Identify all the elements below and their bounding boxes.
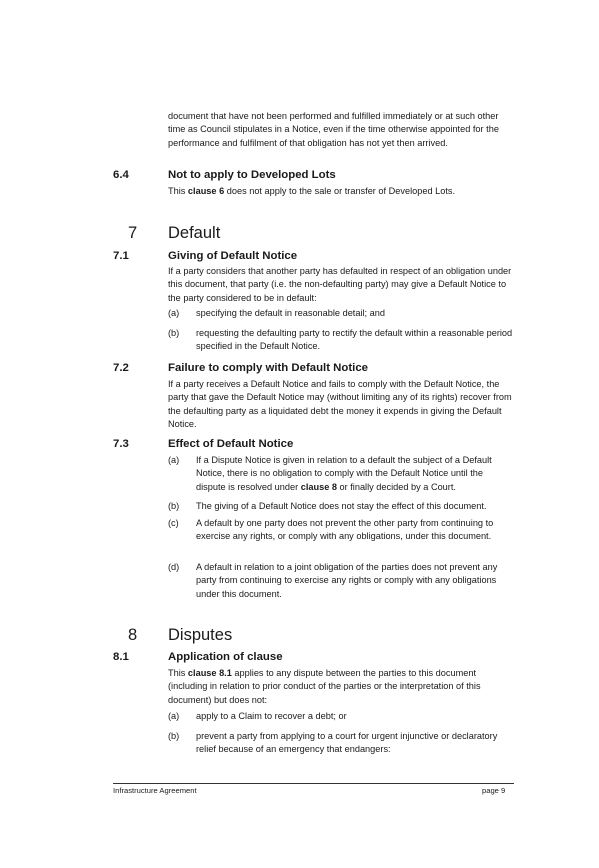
list-label: (b) <box>168 731 180 741</box>
section-7-2-text: If a party receives a Default Notice and… <box>168 379 512 430</box>
list-item: A default in relation to a joint obligat… <box>196 562 498 599</box>
section-title-7-2: Failure to comply with Default Notice <box>168 362 368 374</box>
list-label: (d) <box>168 562 180 572</box>
section-8-1-text: This clause 8.1 applies to any dispute b… <box>168 668 481 705</box>
section-title-6-4: Not to apply to Developed Lots <box>168 169 336 181</box>
list-label: (b) <box>168 328 180 338</box>
section-6-4-text: This clause 6 does not apply to the sale… <box>168 186 456 196</box>
list-label: (b) <box>168 501 180 511</box>
clause-reference: clause 8.1 <box>187 668 232 678</box>
list-item: requesting the defaulting party to recti… <box>196 328 513 352</box>
list-label: (c) <box>168 518 179 528</box>
list-item: prevent a party from applying to a court… <box>196 731 498 755</box>
list-item: If a Dispute Notice is given in relation… <box>196 455 492 492</box>
footer-rule <box>113 783 514 784</box>
list-item: A default by one party does not prevent … <box>196 518 494 542</box>
footer-page-number: page 9 <box>482 786 506 795</box>
section-number-6-4: 6.4 <box>113 169 129 181</box>
chapter-number-7: 7 <box>128 224 138 242</box>
section-7-1-text: If a party considers that another party … <box>168 266 512 303</box>
continuation-paragraph: document that have not been performed an… <box>168 111 499 148</box>
section-title-8-1: Application of clause <box>168 651 283 663</box>
list-item: specifying the default in reasonable det… <box>196 308 385 318</box>
section-number-7-2: 7.2 <box>113 362 129 374</box>
chapter-title-default: Default <box>168 224 221 242</box>
section-number-7-3: 7.3 <box>113 438 129 450</box>
footer-document-title: Infrastructure Agreement <box>113 786 197 795</box>
list-label: (a) <box>168 711 180 721</box>
chapter-number-8: 8 <box>128 626 138 644</box>
section-number-8-1: 8.1 <box>113 651 129 663</box>
chapter-title-disputes: Disputes <box>168 626 233 644</box>
clause-reference: clause 6 <box>187 186 225 196</box>
list-item: apply to a Claim to recover a debt; or <box>196 711 347 721</box>
list-label: (a) <box>168 308 180 318</box>
clause-reference: clause 8 <box>300 481 337 492</box>
list-label: (a) <box>168 455 180 465</box>
list-item: The giving of a Default Notice does not … <box>196 501 487 511</box>
section-title-7-1: Giving of Default Notice <box>168 250 298 262</box>
section-title-7-3: Effect of Default Notice <box>168 438 294 450</box>
section-number-7-1: 7.1 <box>113 250 129 262</box>
